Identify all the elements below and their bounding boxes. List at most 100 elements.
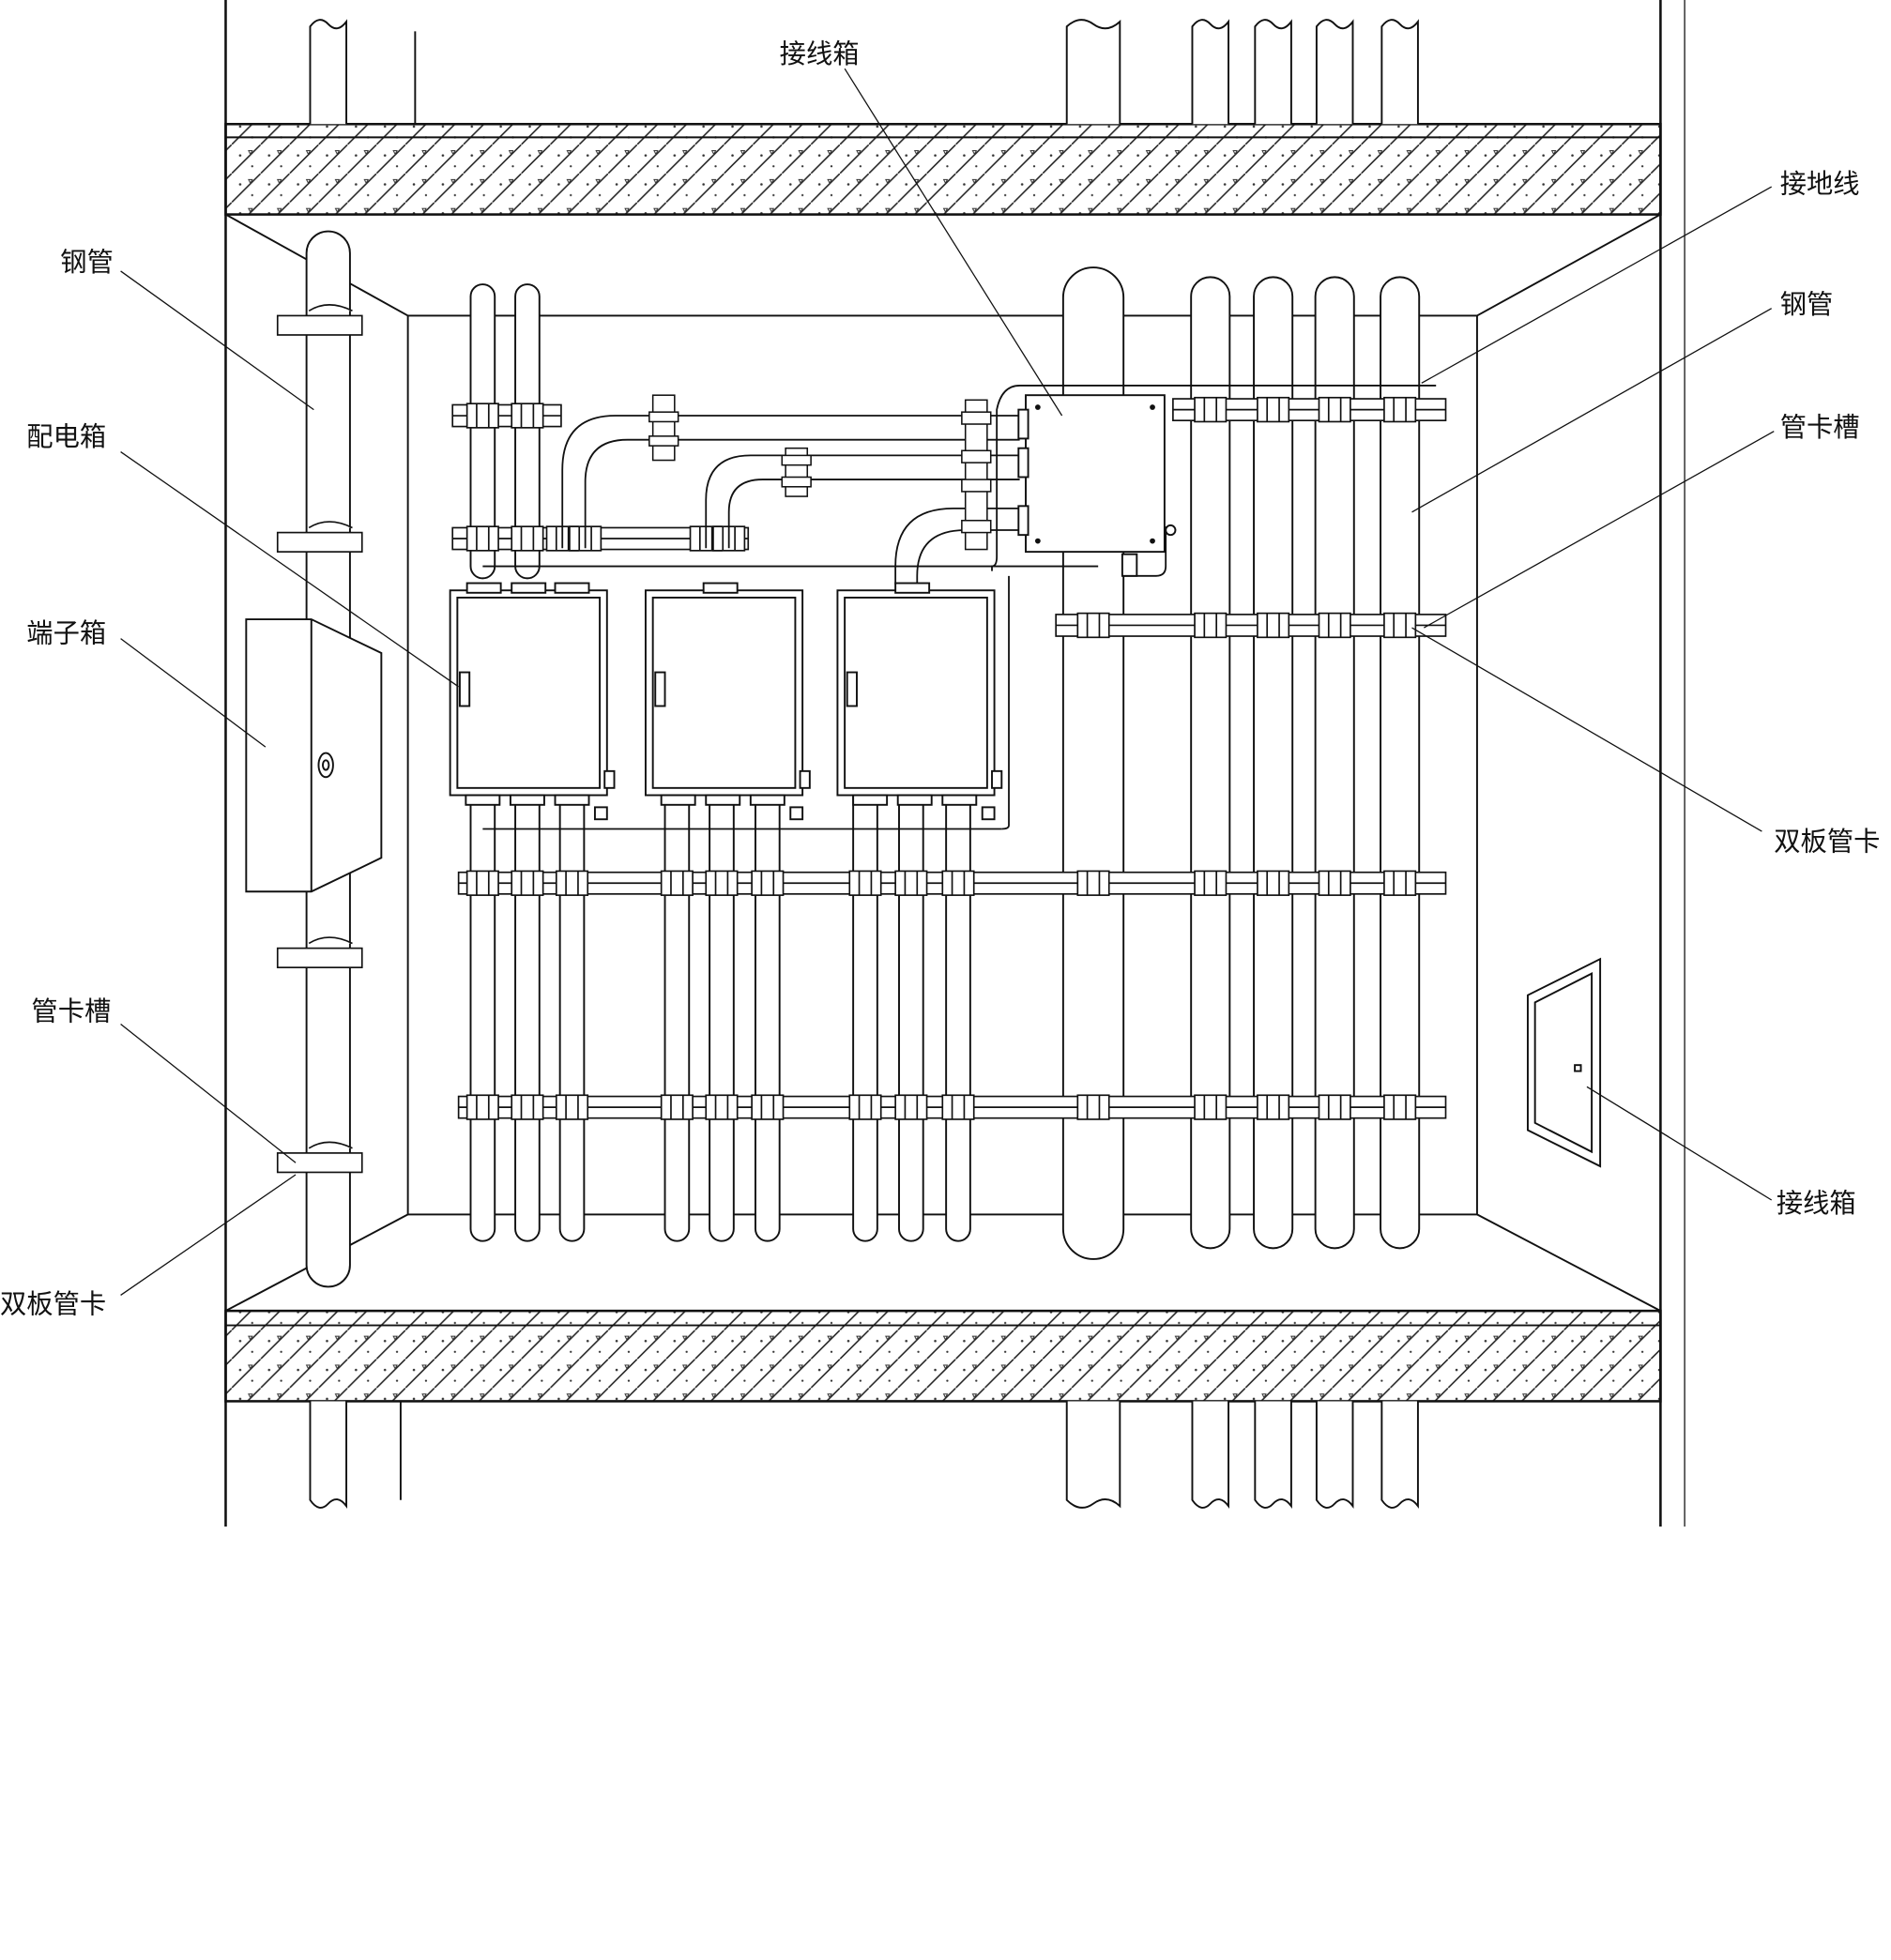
clamp-l2-7 [894,1094,928,1120]
clamp-l2-4 [705,1094,739,1120]
steel-pipe-lower-4 [663,782,691,1242]
clamp-l1-12 [1318,870,1351,896]
distribution-box-ground-2 [789,806,804,821]
label-ground-wire: 接地线 [1780,168,1860,199]
steel-pipe-lower-3 [558,782,586,1242]
pipe-clamp-slots [276,304,1447,1174]
clamp-r2-1 [1257,612,1290,639]
label-distribution-box: 配电箱 [26,421,106,452]
clamp-l2-12 [1318,1094,1351,1120]
floor-slab-bottom [224,1309,1662,1403]
clamp-l2-0 [465,1094,499,1120]
distribution-box-ground-3 [981,806,996,821]
distribution-box-bottom-gland-2-0 [660,794,696,806]
label-top-junction-box: 接线箱 [780,38,860,69]
left-clamp-slot-0 [276,314,363,336]
left-clamp-ring-1 [308,521,353,529]
left-clamp-ring-3 [308,1141,353,1149]
leader-lines [120,68,1775,1296]
distribution-box-handle-1 [458,671,471,707]
left-clamp-slot-2 [276,947,363,968]
distribution-box-lug-3 [991,769,1003,789]
distribution-box-bottom-gland-1-2 [554,794,590,806]
terminal-box [245,618,383,893]
clamp-l2-5 [751,1094,785,1120]
shaft-walls [224,0,1685,1527]
clamp-r2-2 [1318,612,1351,639]
floor-slab-top [224,122,1662,216]
distribution-box-bottom-gland-3-1 [896,794,933,806]
steel-pipe-right-1 [1190,276,1231,1250]
steel-pipe-right-3 [1314,276,1355,1250]
clamp-l1-3 [660,870,694,896]
left-clamp-ring-2 [308,936,353,945]
label-steel-pipe-left: 钢管 [60,247,114,278]
left-clamp-slot-3 [276,1152,363,1174]
clamp-l2-10 [1194,1094,1228,1120]
cable-shaft-diagram: 接线箱 接地线 钢管 管卡槽 双板管卡 接线箱 钢管 配电箱 端子箱 管卡槽 双… [0,0,1880,1527]
stub-top-left [309,19,348,125]
clamp-u1-0 [465,403,499,429]
distribution-box-bottom-gland-1-0 [465,794,501,806]
steel-pipe-lower-9 [945,782,971,1242]
distribution-box-inner-2 [651,596,797,789]
clamp-l1-11 [1257,870,1290,896]
stub-top-main [1065,19,1121,125]
distribution-box-bottom-gland-1-1 [509,794,545,806]
distribution-box-bottom-gland-3-0 [852,794,889,806]
clamp-l2-11 [1257,1094,1290,1120]
distribution-box-top-gland-1-0 [465,582,502,594]
clamp-l1-0 [465,870,499,896]
steel-pipe-right-2 [1253,276,1294,1250]
distribution-box-bottom-gland-2-2 [749,794,785,806]
clamp-l1-9 [1076,870,1110,896]
clamp-r2-0 [1194,612,1228,639]
clamp-l2-6 [848,1094,882,1120]
distribution-box-handle-2 [654,671,666,707]
label-junction-box-right: 接线箱 [1777,1188,1856,1219]
stub-top-right-3 [1315,19,1354,125]
distribution-box-inner-3 [844,596,988,789]
steel-pipe-lower-8 [898,782,924,1242]
stub-bottom-left [309,1401,348,1510]
distribution-boxes [449,582,1003,821]
clamp-r1-3 [1383,396,1417,423]
stub-bottom-main [1065,1401,1121,1509]
distribution-box-lug-2 [799,769,811,789]
steel-pipe-right-4 [1380,276,1421,1250]
conduit-clamps [648,394,992,551]
clamp-l1-10 [1194,870,1228,896]
clamp-l1-7 [894,870,928,896]
clamp-l2-2 [555,1094,589,1120]
distribution-box-ground-1 [593,806,608,821]
distribution-box-top-gland-1-1 [511,582,547,594]
clamp-l1-2 [555,870,589,896]
distribution-box-top-gland-3-0 [894,582,931,594]
distribution-box-lug-1 [603,769,616,789]
steel-pipe-lower-7 [852,782,878,1242]
steel-pipe-lower-2 [514,782,541,1242]
wall-junction-box [1526,957,1602,1168]
label-double-plate-clamp-left: 双板管卡 [0,1289,106,1320]
clamp-u2-1 [511,525,544,552]
stub-top-right-1 [1191,19,1230,125]
stub-bottom-right-4 [1380,1401,1419,1510]
left-clamp-ring-0 [308,304,353,312]
labels: 接线箱 接地线 钢管 管卡槽 双板管卡 接线箱 钢管 配电箱 端子箱 管卡槽 双… [0,38,1880,1320]
clamp-l2-3 [660,1094,694,1120]
top-junction-box [1017,394,1177,577]
clamp-l2-9 [1076,1094,1110,1120]
steel-pipe-lower-5 [709,782,735,1242]
distribution-box-top-gland-1-2 [554,582,590,594]
steel-pipe-lower-1 [469,782,496,1242]
stub-top-right-2 [1254,19,1292,125]
clamp-l1-5 [751,870,785,896]
clamp-u2-0 [465,525,499,552]
connection-conduits [482,385,1437,830]
clamp-l1-1 [511,870,544,896]
clamp-r2-main [1076,612,1110,639]
pipe-stubs [309,19,1419,1510]
distribution-box-bottom-gland-3-2 [941,794,978,806]
stub-bottom-right-1 [1191,1401,1230,1510]
